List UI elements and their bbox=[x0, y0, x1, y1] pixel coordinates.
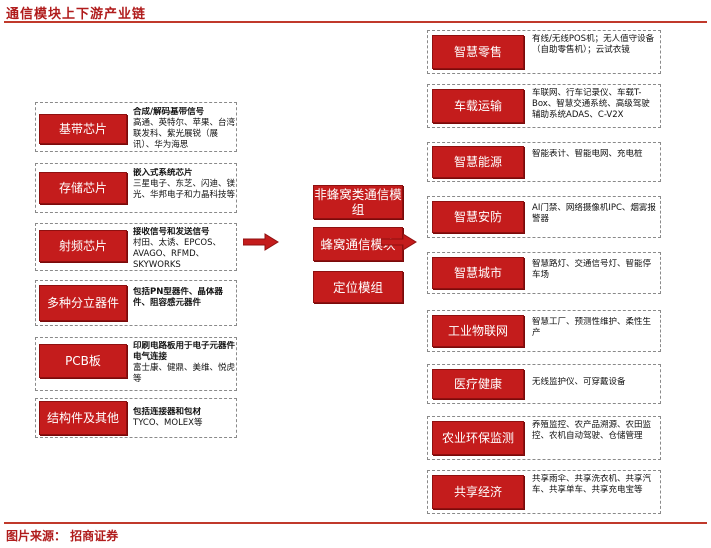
upstream-group-rf: 射频芯片 接收信号和发送信号 村田、太诱、EPCOS、AVAGO、RFMD、SK… bbox=[35, 223, 237, 271]
downstream-group-medical: 医疗健康 无线监护仪、可穿戴设备 bbox=[427, 364, 661, 404]
downstream-desc: 智能表计、智能电网、充电桩 bbox=[532, 149, 643, 159]
upstream-desc-text: 村田、太诱、EPCOS、AVAGO、RFMD、SKYWORKS bbox=[133, 238, 222, 270]
upstream-group-baseband: 基带芯片 合成/解码基带信号 高通、英特尔、苹果、台湾联发科、紫光展锐（展讯）、… bbox=[35, 102, 237, 152]
downstream-chip: 车载运输 bbox=[432, 89, 524, 123]
downstream-group-security: 智慧安防 AI门禁、网络摄像机IPC、烟雾报警器 bbox=[427, 196, 661, 238]
upstream-group-structure: 结构件及其他 包括连接器和包材 TYCO、MOLEX等 bbox=[35, 398, 237, 438]
downstream-chip: 医疗健康 bbox=[432, 369, 524, 399]
downstream-desc: 共享雨伞、共享洗衣机、共享汽车、共享单车、共享充电宝等 bbox=[532, 474, 652, 495]
upstream-desc-text: 高通、英特尔、苹果、台湾联发科、紫光展锐（展讯）、华为海思 bbox=[133, 118, 235, 150]
downstream-desc: 智慧路灯、交通信号灯、智能停车场 bbox=[532, 259, 652, 280]
downstream-group-retail: 智慧零售 有线/无线POS机；无人值守设备（自助零售机）；云试衣镜 bbox=[427, 30, 661, 74]
downstream-chip: 智慧安防 bbox=[432, 201, 524, 233]
upstream-chip: 基带芯片 bbox=[39, 114, 127, 144]
downstream-group-sharing: 共享经济 共享雨伞、共享洗衣机、共享汽车、共享单车、共享充电宝等 bbox=[427, 470, 661, 514]
upstream-group-storage: 存储芯片 嵌入式系统芯片 三星电子、东芝、闪迪、镁光、华邦电子和力晶科技等 bbox=[35, 163, 237, 213]
downstream-desc: AI门禁、网络摄像机IPC、烟雾报警器 bbox=[532, 203, 656, 224]
downstream-group-agriculture: 农业环保监测 养殖监控、农产品溯源、农田监控、农机自动驾驶、仓储管理 bbox=[427, 416, 661, 460]
upstream-desc: 包括连接器和包材 TYCO、MOLEX等 bbox=[133, 407, 235, 435]
arrow-right-icon bbox=[243, 233, 279, 251]
downstream-desc: 养殖监控、农产品溯源、农田监控、农机自动驾驶、仓储管理 bbox=[532, 420, 652, 441]
downstream-desc: 有线/无线POS机；无人值守设备（自助零售机）；云试衣镜 bbox=[532, 34, 655, 55]
upstream-desc-title: 嵌入式系统芯片 bbox=[133, 168, 193, 178]
upstream-chip: 多种分立器件 bbox=[39, 285, 127, 321]
downstream-chip: 智慧零售 bbox=[432, 35, 524, 69]
downstream-chip: 工业物联网 bbox=[432, 315, 524, 347]
upstream-chip: PCB板 bbox=[39, 344, 127, 378]
downstream-desc: 智慧工厂、预测性维护、柔性生产 bbox=[532, 317, 652, 338]
upstream-chip: 射频芯片 bbox=[39, 230, 127, 262]
upstream-chip: 结构件及其他 bbox=[39, 401, 127, 435]
upstream-desc-text: TYCO、MOLEX等 bbox=[133, 418, 203, 428]
downstream-chip: 共享经济 bbox=[432, 475, 524, 509]
midstream-chip: 定位模组 bbox=[313, 271, 403, 303]
upstream-desc-title: 包括连接器和包材 bbox=[133, 407, 202, 417]
downstream-group-city: 智慧城市 智慧路灯、交通信号灯、智能停车场 bbox=[427, 252, 661, 294]
upstream-desc: 接收信号和发送信号 村田、太诱、EPCOS、AVAGO、RFMD、SKYWORK… bbox=[133, 227, 235, 271]
upstream-desc-text: 富士康、健鼎、美维、悦虎等 bbox=[133, 363, 235, 384]
downstream-chip: 农业环保监测 bbox=[432, 421, 524, 455]
downstream-group-vehicle: 车载运输 车联网、行车记录仪、车载T-Box、智慧交通系统、高级驾驶辅助系统AD… bbox=[427, 84, 661, 128]
upstream-chip: 存储芯片 bbox=[39, 172, 127, 204]
downstream-desc: 无线监护仪、可穿戴设备 bbox=[532, 377, 626, 387]
upstream-group-pcb: PCB板 印刷电路板用于电子元器件电气连接 富士康、健鼎、美维、悦虎等 bbox=[35, 337, 237, 391]
downstream-desc: 车联网、行车记录仪、车载T-Box、智慧交通系统、高级驾驶辅助系统ADAS、C-… bbox=[532, 88, 650, 120]
midstream-chip: 非蜂窝类通信模组 bbox=[313, 185, 403, 219]
upstream-desc: 包括PN型器件、晶体器件、阻容感元器件 bbox=[133, 287, 235, 323]
upstream-desc: 印刷电路板用于电子元器件电气连接 富士康、健鼎、美维、悦虎等 bbox=[133, 341, 235, 389]
upstream-group-discrete: 多种分立器件 包括PN型器件、晶体器件、阻容感元器件 bbox=[35, 280, 237, 326]
diagram-canvas: 基带芯片 合成/解码基带信号 高通、英特尔、苹果、台湾联发科、紫光展锐（展讯）、… bbox=[32, 28, 674, 516]
downstream-chip: 智慧能源 bbox=[432, 146, 524, 178]
downstream-chip: 智慧城市 bbox=[432, 257, 524, 289]
upstream-desc: 合成/解码基带信号 高通、英特尔、苹果、台湾联发科、紫光展锐（展讯）、华为海思 bbox=[133, 107, 235, 151]
upstream-desc-title: 包括PN型器件、晶体器件、阻容感元器件 bbox=[133, 287, 223, 308]
upstream-desc-text: 三星电子、东芝、闪迪、镁光、华邦电子和力晶科技等 bbox=[133, 179, 235, 200]
bottom-rule bbox=[4, 522, 707, 524]
downstream-group-iiot: 工业物联网 智慧工厂、预测性维护、柔性生产 bbox=[427, 310, 661, 352]
upstream-desc-title: 印刷电路板用于电子元器件电气连接 bbox=[133, 341, 235, 362]
figure-source: 图片来源： 招商证券 bbox=[6, 529, 119, 543]
figure-title: 通信模块上下游产业链 bbox=[6, 7, 147, 22]
upstream-desc-title: 接收信号和发送信号 bbox=[133, 227, 210, 237]
arrow-right-icon bbox=[381, 233, 417, 251]
downstream-group-energy: 智慧能源 智能表计、智能电网、充电桩 bbox=[427, 142, 661, 182]
top-rule bbox=[4, 21, 707, 23]
upstream-desc-title: 合成/解码基带信号 bbox=[133, 107, 205, 117]
upstream-desc: 嵌入式系统芯片 三星电子、东芝、闪迪、镁光、华邦电子和力晶科技等 bbox=[133, 168, 235, 212]
